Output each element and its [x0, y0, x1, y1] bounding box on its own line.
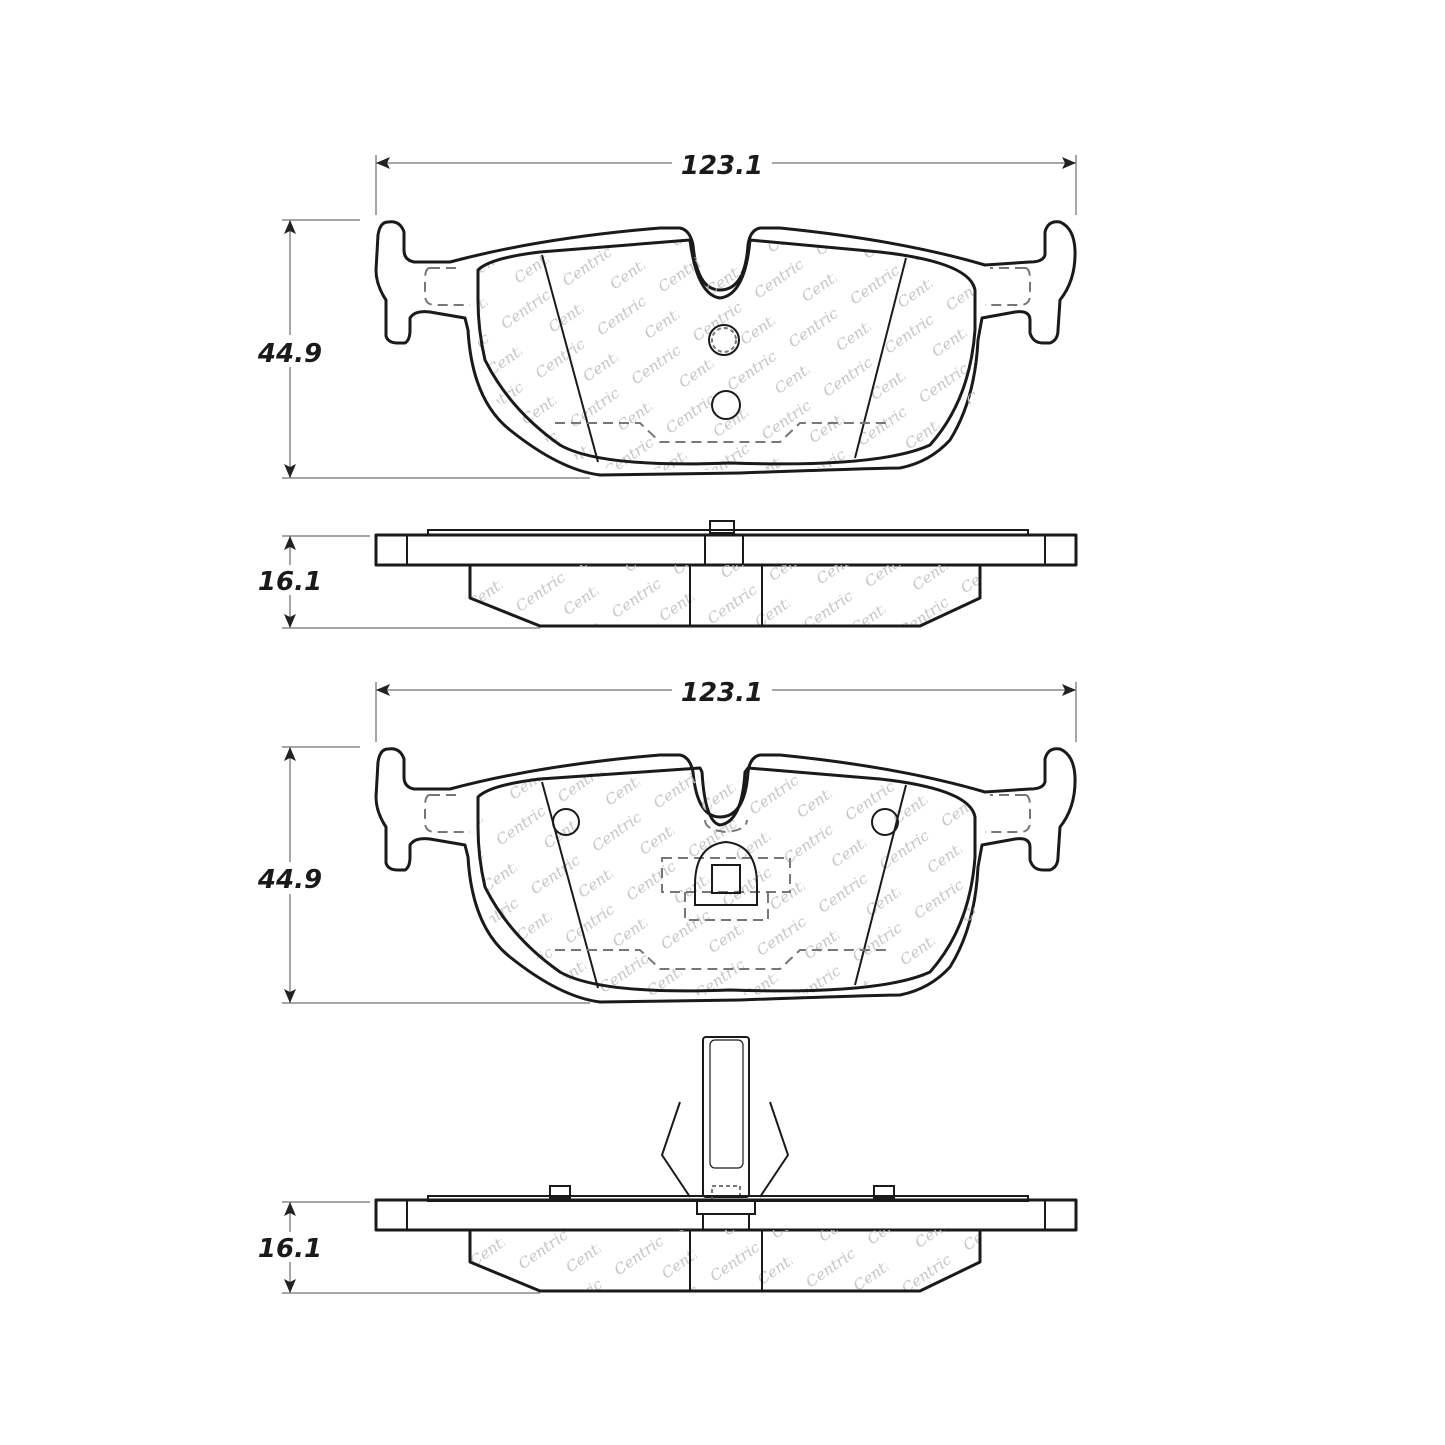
wear-sensor-nub: [709, 520, 735, 534]
chamfer-line-right: [854, 257, 907, 459]
width-label: 123.1: [681, 151, 763, 181]
height-label: 44.9: [257, 865, 322, 895]
friction-material-outline: [476, 766, 977, 993]
friction-side-outline: [468, 1230, 982, 1293]
abutment-hole-lower: [711, 390, 741, 420]
view-bottom-face: 123.1 44.9: [250, 675, 1077, 1004]
friction-material-watermark: [478, 765, 975, 995]
width-label: 123.1: [681, 678, 763, 708]
thickness-dimension-2: 16.1: [250, 1201, 540, 1294]
locating-hole-right: [871, 808, 899, 836]
backing-plate-outline: [374, 220, 1077, 477]
friction-material-outline: [476, 238, 977, 466]
clip-tab-left: [549, 1185, 571, 1199]
thickness-label: 16.1: [258, 1234, 322, 1264]
backing-plate-side: [374, 533, 1078, 567]
view-bottom-side: 16.1: [250, 1036, 1078, 1294]
backing-plate-outline: [374, 747, 1077, 1004]
abutment-hole-upper: [708, 324, 740, 356]
width-dimension-2: 123.1: [375, 675, 1077, 742]
wear-sensor: [660, 1036, 790, 1201]
height-label: 44.9: [257, 339, 322, 369]
wear-sensor-clip-face: [661, 819, 791, 921]
clip-tab-right: [873, 1185, 895, 1199]
friction-side-watermark: [470, 1230, 980, 1291]
height-dimension-1: 44.9: [250, 219, 590, 479]
chamfer-line-left: [541, 781, 599, 989]
friction-side-watermark: [470, 565, 980, 626]
width-dimension-1: 123.1: [375, 148, 1077, 215]
thickness-dimension-1: 16.1: [250, 535, 540, 629]
chamfer-line-left: [541, 254, 599, 463]
view-top-side: 16.1: [250, 520, 1078, 629]
view-top-face: 123.1 44.9: [250, 148, 1077, 479]
friction-side-outline: [468, 565, 982, 628]
locating-hole-left: [552, 808, 580, 836]
height-dimension-2: 44.9: [250, 746, 590, 1004]
thickness-label: 16.1: [258, 567, 322, 597]
